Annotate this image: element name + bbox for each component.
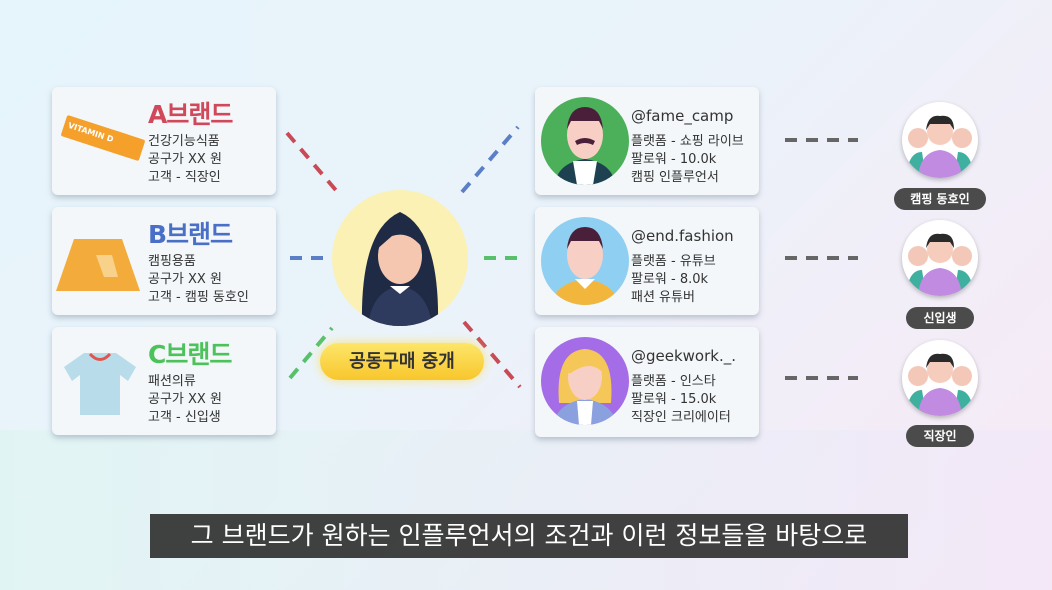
brand-price: 공구가 XX 원 [148,272,222,287]
influencer-handle: @end.fashion [631,227,734,245]
brand-title: A브랜드 [148,100,233,129]
influencer-category: 패션 유튜버 [631,290,695,305]
group-label: 캠핑 동호인 [894,188,986,210]
influencer-category: 직장인 크리에이터 [631,410,731,425]
group-people-icon [902,102,978,178]
brand-title: B브랜드 [148,220,233,249]
vitamin-label: VITAMIN D [66,120,115,145]
group-people-icon [902,340,978,416]
group-label: 직장인 [906,425,974,447]
brand-customer: 고객 - 신입생 [148,410,221,425]
broker-avatar [332,190,468,326]
video-subtitle: 그 브랜드가 원하는 인플루언서의 조건과 이런 정보들을 바탕으로 [150,514,908,558]
influencer-platform: 플랫폼 - 유튜브 [631,254,716,269]
influencer-platform: 플랫폼 - 인스타 [631,374,716,389]
connector-inf3 [462,320,522,389]
influencer-followers: 팔로워 - 15.0k [631,392,717,407]
broker-label: 공동구매 중개 [320,343,484,380]
influencer-followers: 팔로워 - 8.0k [631,272,709,287]
influencer-followers: 팔로워 - 10.0k [631,152,717,167]
brand-category: 캠핑용품 [148,254,196,269]
brand-price: 공구가 XX 원 [148,152,222,167]
tent-icon [56,239,140,291]
connector-c [288,326,334,380]
brand-category: 건강기능식품 [148,134,220,149]
influencer-avatar-male [541,217,629,305]
influencer-platform: 플랫폼 - 쇼핑 라이브 [631,134,744,149]
influencer-handle: @geekwork._. [631,347,736,365]
influencer-handle: @fame_camp [631,107,734,125]
connector-inf1 [460,125,520,194]
group-label: 신입생 [906,307,974,329]
vitamin-stick-icon: VITAMIN D [60,114,146,162]
brand-category: 패션의류 [148,374,196,389]
brand-customer: 고객 - 캠핑 동호인 [148,290,249,305]
brand-title: C브랜드 [148,340,232,369]
connector-a [285,131,342,197]
tshirt-icon [64,352,136,415]
influencer-avatar-female [541,337,629,425]
group-people-icon [902,220,978,296]
influencer-avatar-male [541,97,629,185]
brand-customer: 고객 - 직장인 [148,170,221,185]
influencer-category: 캠핑 인플루언서 [631,170,719,185]
brand-price: 공구가 XX 원 [148,392,222,407]
